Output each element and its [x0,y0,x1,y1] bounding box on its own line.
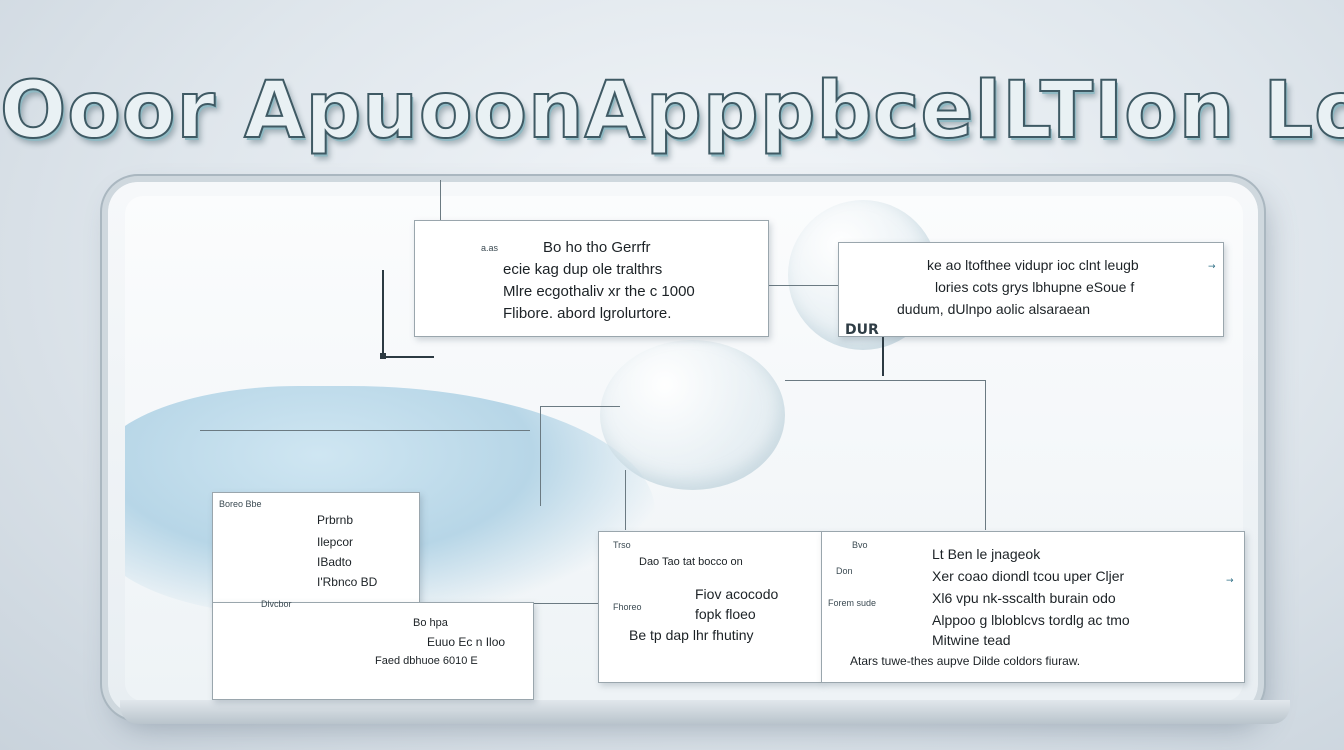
center-box-line-2: fopk floeo [695,606,756,622]
bottom-right-label-2: Don [836,566,853,576]
left-lower-item-1: Bo hpa [413,617,448,629]
right-box-line-2: lories cots grys lbhupne eSoue f [935,279,1135,295]
left-info-box: Boreo Bbe Prbrnb Ilepcor IBadto I'Rbnco … [212,492,420,604]
connector-top [440,180,441,220]
top-box-line-4: Flibore. abord lgrolurtore. [503,305,672,322]
device-stand [120,700,1290,724]
center-box-line-1: Fiov acocodo [695,586,779,602]
bottom-right-info-box: Bvo Don Forem sude Lt Ben le jnageok Xer… [821,531,1245,683]
center-box-label-2: Fhoreo [613,602,642,612]
left-box-item-2: Ilepcor [317,535,354,549]
left-lower-box: Dlvcbor Bo hpa Euuo Ec n Iloo Faed dbhuo… [212,599,534,700]
left-lower-item-3: Faed dbhuoe 6010 E [375,655,478,667]
left-lower-item-2: Euuo Ec n Iloo [427,635,506,649]
connector-middle-left [540,406,541,506]
bottom-right-line-5: Mitwine tead [932,632,1011,648]
bottom-right-line-2: Xer coao diondl tcou uper Cljer [932,568,1125,584]
left-box-item-4: I'Rbnco BD [317,575,378,589]
center-box-header: Dao Tao tat bocco on [639,556,743,568]
bottom-right-label-1: Bvo [852,540,868,550]
connector-middle-right [785,380,985,381]
left-box-header: Boreo Bbe [219,499,262,509]
connector-node [380,353,386,359]
top-info-box: a.as Bo ho tho Gerrfr ecie kag dup ole t… [414,220,769,337]
top-box-line-1: Bo ho tho Gerrfr [543,239,651,256]
connector-bottom [532,603,602,604]
top-box-line-2: ecie kag dup ole tralthrs [503,261,663,278]
bottom-right-line-3: Xl6 vpu nk-sscalth burain odo [932,590,1116,606]
connector-center-down [625,470,626,530]
page-title: Ooor ApuoonApppbcelLTIon Lock [0,66,1344,157]
bottom-right-footer: Atars tuwe-thes aupve Dilde coldors fiur… [850,654,1081,668]
left-box-item-3: IBadto [317,555,352,569]
connector-left-horizontal [382,356,434,358]
bubble-center [600,340,785,490]
top-box-small-label: a.as [481,243,499,253]
right-box-line-1: ke ao ltofthee vidupr ioc clnt leugb [927,257,1139,273]
right-info-box: ke ao ltofthee vidupr ioc clnt leugb lor… [838,242,1224,337]
bottom-right-line-1: Lt Ben le jnageok [932,546,1041,562]
left-box-item-1: Prbrnb [317,513,354,527]
connector-right-down [985,380,986,530]
right-box-line-3: dudum, dUlnpo aolic alsaraean [897,301,1091,317]
connector-middle-top [540,406,620,407]
connector-left-vertical [382,270,384,358]
top-box-line-3: Mlre ecgothaliv xr the c 1000 [503,283,695,300]
center-info-box: Trso Dao Tao tat bocco on Fhoreo Fiov ac… [598,531,822,683]
center-box-line-3: Be tp dap lhr fhutiny [629,627,754,643]
connector-left-long [200,430,530,431]
center-box-label-1: Trso [613,540,631,550]
accent-arrow-icon: → [1226,576,1234,586]
accent-arrow-icon: → [1208,262,1216,272]
connector-right-vertical [882,330,884,376]
connector-top-right [768,285,838,286]
bottom-right-line-4: Alppoo g lbloblcvs tordlg ac tmo [932,612,1130,628]
left-lower-header: Dlvcbor [261,599,292,609]
right-side-label: DUR [845,322,879,338]
bottom-right-label-3: Forem sude [828,598,877,608]
